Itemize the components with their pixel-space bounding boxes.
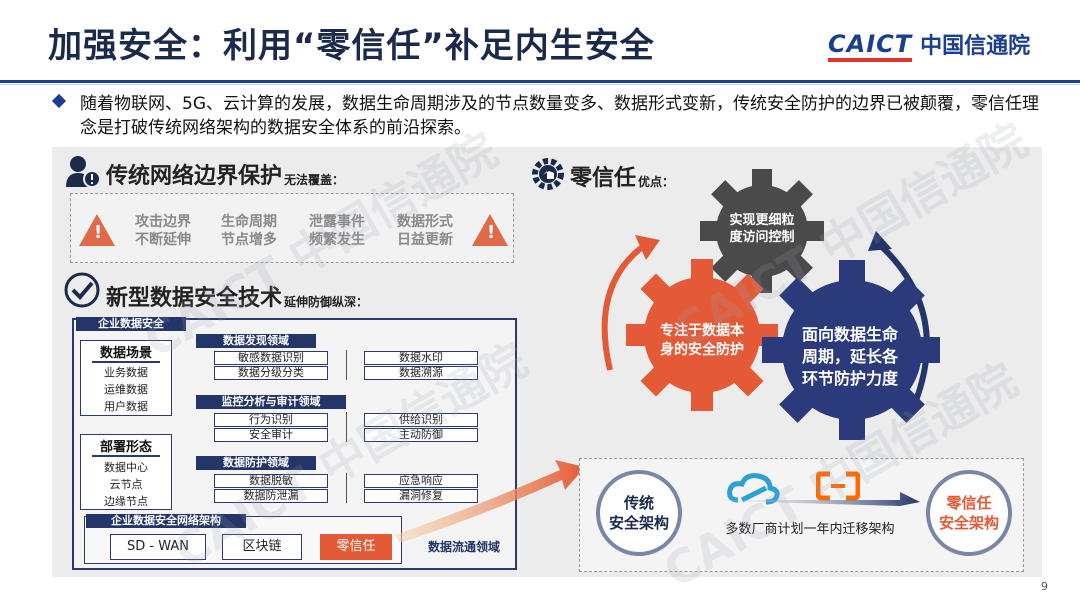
zerotrust-heading: 零信任 优点： xyxy=(570,166,675,191)
protect-tag: 数据防护领域 xyxy=(196,456,316,470)
newtech-heading: 新型数据安全技术 延伸防御纵深： xyxy=(106,286,369,311)
discovery-item: 数据水印 xyxy=(364,351,478,365)
vendor-logo-icon xyxy=(816,471,860,501)
protect-item: 数据脱敏 xyxy=(214,474,328,488)
blockchain-item: 区块链 xyxy=(222,534,302,560)
header-rule xyxy=(0,80,1080,83)
discovery-tag: 数据发现领域 xyxy=(196,334,316,348)
network-tag: 企业数据安全网络架构 xyxy=(86,514,246,528)
deploy-item: 云节点 xyxy=(109,478,143,491)
logo-en: CAICT xyxy=(828,30,913,62)
user-warning-icon xyxy=(66,156,101,188)
issue-item: 泄露事件 频繁发生 xyxy=(309,214,365,248)
zerotrust-architecture-circle: 零信任 安全架构 xyxy=(926,470,1012,556)
migration-arrow xyxy=(690,492,920,506)
lead-paragraph: 随着物联网、5G、云计算的发展，数据生命周期涉及的节点数量变多、数据形式变新，传… xyxy=(51,92,1048,140)
scene-box xyxy=(80,340,172,416)
monitor-item: 供给识别 xyxy=(364,413,478,427)
monitor-item: 安全审计 xyxy=(214,428,328,442)
deploy-box xyxy=(80,434,172,510)
gear-right-label: 面向数据生命 周期，延长各 环节防护力度 xyxy=(801,325,898,388)
protect-item: 应急响应 xyxy=(364,474,478,488)
transition-arrow xyxy=(395,460,585,543)
caict-logo: CAICT 中国信通院 xyxy=(828,28,1031,62)
scene-item: 用户数据 xyxy=(104,400,148,413)
traditional-architecture-circle: 传统 安全架构 xyxy=(596,470,682,556)
gear-top-label: 实现更细粒 度访问控制 xyxy=(729,213,795,245)
gear-left-label: 专注于数据本 身的安全防护 xyxy=(660,323,744,358)
check-circle-icon xyxy=(64,272,100,308)
discovery-item: 敏感数据识别 xyxy=(214,351,328,365)
protect-item: 数据防泄漏 xyxy=(214,489,328,503)
page-number: 9 xyxy=(1041,580,1048,593)
gear-thumb-icon xyxy=(532,158,564,190)
scene-item: 运维数据 xyxy=(104,383,148,396)
issue-item: 攻击边界 不断延伸 xyxy=(135,214,191,248)
deploy-item: 数据中心 xyxy=(104,461,148,474)
traditional-issues-box xyxy=(70,193,514,263)
cloud-icon xyxy=(727,473,780,505)
monitor-item: 行为识别 xyxy=(214,413,328,427)
traditional-heading: 传统网络边界保护 无法覆盖： xyxy=(106,164,345,189)
scene-title: 数据场景 xyxy=(92,342,160,363)
warning-icon-left: ! xyxy=(79,214,115,246)
discovery-item: 数据分级分类 xyxy=(214,366,328,380)
divider xyxy=(346,473,347,503)
logo-cn: 中国信通院 xyxy=(920,34,1031,59)
issue-item: 数据形式 日益更新 xyxy=(397,214,453,248)
divider xyxy=(346,412,347,442)
monitor-tag: 监控分析与审计领域 xyxy=(196,395,346,409)
deploy-item: 边缘节点 xyxy=(104,495,148,508)
scene-item: 业务数据 xyxy=(104,366,148,379)
page-title: 加强安全：利用“零信任”补足内生安全 xyxy=(48,26,655,66)
data-flow-label: 数据流通领域 xyxy=(427,540,500,554)
sdwan-item: SD - WAN xyxy=(110,534,206,560)
gears-diagram xyxy=(601,169,940,440)
discovery-item: 数据溯源 xyxy=(364,366,478,380)
issue-item: 生命周期 节点增多 xyxy=(221,214,277,248)
warning-icon-right: ! xyxy=(472,214,508,246)
migration-caption: 多数厂商计划一年内迁移架构 xyxy=(725,522,895,537)
header-rule-thin xyxy=(0,84,1080,85)
zero-trust-item: 零信任 xyxy=(320,534,392,560)
monitor-item: 主动防御 xyxy=(364,428,478,442)
enterprise-tag: 企业数据安全 xyxy=(76,317,186,331)
divider xyxy=(346,350,347,380)
deploy-title: 部署形态 xyxy=(92,436,160,457)
protect-item: 漏洞修复 xyxy=(364,489,478,503)
